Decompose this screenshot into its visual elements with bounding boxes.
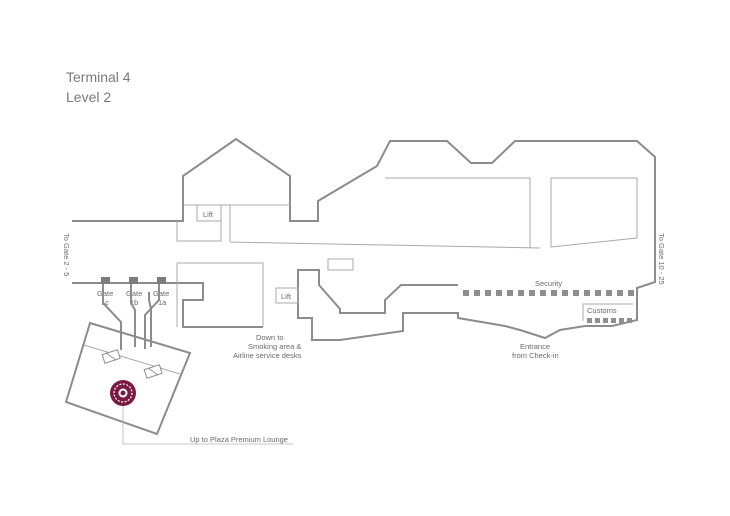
upper-lift-room — [176, 204, 541, 249]
entrance-label-1: Entrance — [520, 342, 550, 351]
gate-1b-label-top: Gate — [126, 289, 142, 298]
lift-upper-label: Lift — [203, 210, 214, 219]
entrance-label-2: from Check-in — [512, 351, 559, 360]
gate-1b-marker — [129, 277, 138, 284]
lounge-pointer-line — [122, 406, 293, 445]
gate-1b-label-bottom: 1b — [130, 298, 138, 307]
upper-right-zone — [550, 177, 638, 248]
gate-1c-marker — [101, 277, 110, 284]
corridor-gate-1b — [130, 284, 136, 347]
lower-left-room — [176, 262, 264, 327]
customs-label: Customs — [587, 306, 617, 315]
corridor-gate-1c — [102, 284, 122, 350]
map-subtitle: Level 2 — [66, 89, 111, 105]
gate-1c-label-top: Gate — [97, 289, 113, 298]
security-desks — [463, 290, 634, 296]
to-gate-right-label: To Gate 10 - 25 — [657, 233, 666, 285]
down-label-1: Down to — [256, 333, 284, 342]
terminal-left-edge — [72, 282, 263, 328]
customs-desks — [587, 318, 632, 323]
lounge-label: Up to Plaza Premium Lounge — [190, 435, 288, 444]
plaza-premium-lounge-icon[interactable] — [110, 380, 136, 406]
lounge-stairs-right — [143, 364, 163, 379]
corridor-gate-1a — [144, 284, 160, 349]
gate-1a-label-top: Gate — [153, 289, 169, 298]
lounge-inner-line — [83, 344, 181, 375]
map-title: Terminal 4 — [66, 69, 131, 85]
down-label-3: Airline service desks — [233, 351, 302, 360]
gate-1a-label-bottom: 1a — [158, 298, 167, 307]
gate-1c-label-bottom: 1c — [101, 298, 109, 307]
gate-1a-marker — [157, 277, 166, 284]
terminal-outer-wall — [72, 137, 656, 341]
lounge-building — [64, 321, 192, 436]
security-label: Security — [535, 279, 562, 288]
small-room — [327, 258, 354, 271]
to-gate-left-label: To Gate 2 - 5 — [62, 233, 71, 276]
down-label-2: Smoking area & — [248, 342, 301, 351]
lounge-stairs-left — [101, 349, 121, 364]
customs-enclosure — [582, 303, 633, 321]
upper-mid-zone — [385, 177, 531, 248]
lift-lower-label: Lift — [281, 292, 292, 301]
lower-lift-box — [275, 287, 299, 304]
